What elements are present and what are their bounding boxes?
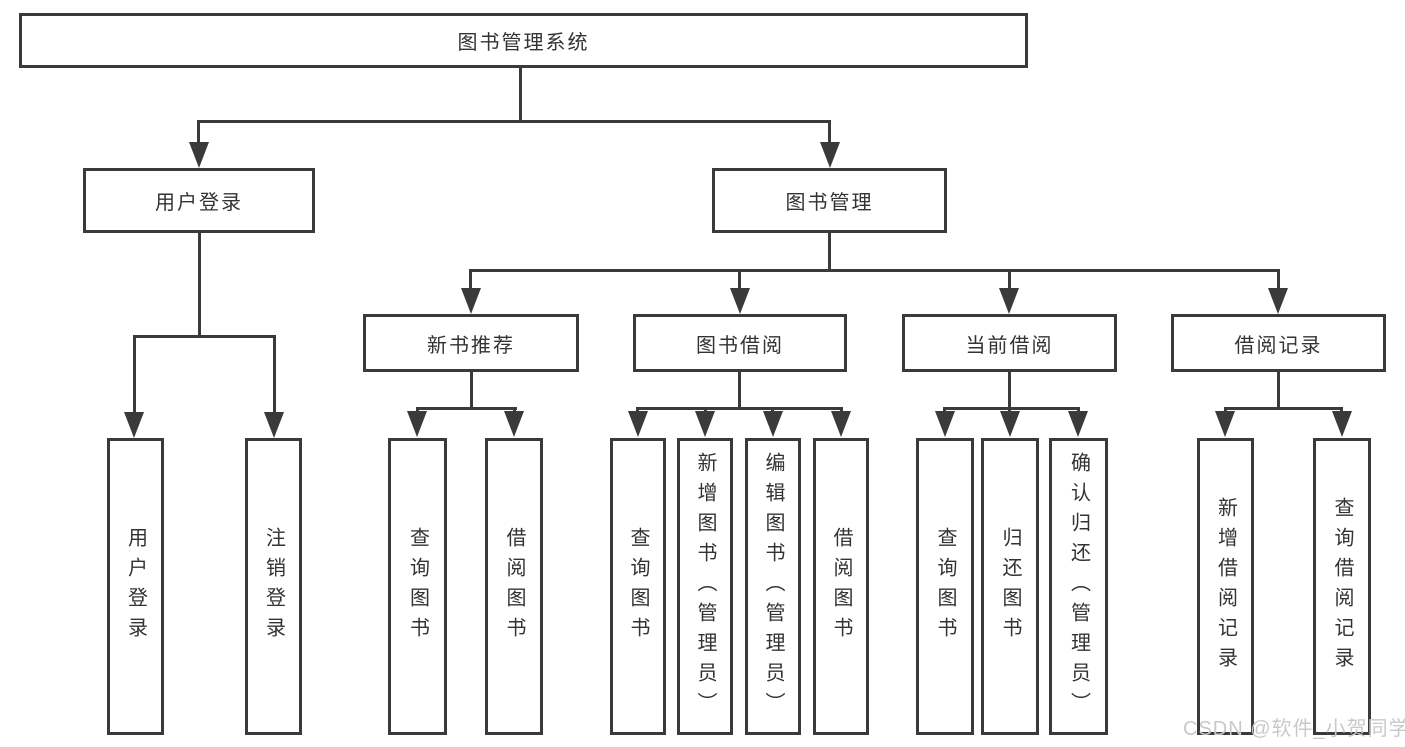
connector-bb-rail [636,407,843,410]
connector-cb-rail [943,407,1080,410]
arrowhead-down [124,412,144,438]
arrowhead-down [504,411,524,437]
arrowhead-down [461,288,481,314]
arrowhead-down [730,288,750,314]
connector-userlogin-rail [133,335,276,338]
arrowhead-down [1068,411,1088,437]
leaf-bb-add-books-admin: 新增图书（管理员） [677,438,733,735]
connector-stem [273,335,276,415]
arrowhead-down [407,411,427,437]
connector-nb-stem [470,372,473,410]
connector-stem [416,407,419,414]
arrowhead-down [1215,411,1235,437]
connector-stem [704,407,707,414]
connector-l2-left-stem [197,120,200,145]
node-user-login: 用户登录 [83,168,315,233]
leaf-logout: 注销登录 [245,438,302,735]
node-current-borrowing: 当前借阅 [902,314,1117,372]
node-book-management: 图书管理 [712,168,947,233]
connector-userlogin-stem [198,233,201,338]
connector-l2-rail [197,120,831,123]
arrowhead-down [695,411,715,437]
node-borrowing-records: 借阅记录 [1171,314,1386,372]
connector-stem [943,407,946,414]
connector-br-stem [1277,372,1280,410]
connector-stem [513,407,516,414]
connector-nb-rail [416,407,517,410]
arrowhead-down [264,412,284,438]
arrowhead-down [628,411,648,437]
leaf-bb-edit-books-admin: 编辑图书（管理员） [745,438,801,735]
connector-l2-right-stem [828,120,831,145]
node-book-borrowing: 图书借阅 [633,314,847,372]
arrowhead-down [763,411,783,437]
connector-cb-stem [1008,372,1011,410]
connector-br-rail [1224,407,1343,410]
arrowhead-down [935,411,955,437]
connector-stem [840,407,843,414]
leaf-user-login: 用户登录 [107,438,164,735]
leaf-br-query-record: 查询借阅记录 [1313,438,1371,735]
leaf-bb-query-books: 查询图书 [610,438,666,735]
connector-stem [1340,407,1343,414]
connector-stem [1008,407,1011,414]
leaf-nb-borrow-books: 借阅图书 [485,438,543,735]
leaf-br-add-record: 新增借阅记录 [1197,438,1254,735]
node-new-book-recommendation: 新书推荐 [363,314,579,372]
arrowhead-down [820,142,840,168]
leaf-cb-confirm-return-admin: 确认归还（管理员） [1049,438,1108,735]
connector-stem [636,407,639,414]
leaf-nb-query-books: 查询图书 [388,438,447,735]
arrowhead-down [1000,411,1020,437]
connector-root-stem [519,68,522,123]
connector-stem [469,269,472,291]
arrowhead-down [189,142,209,168]
watermark: CSDN @软件_小贺同学 [1183,718,1405,740]
connector-stem [133,335,136,415]
arrowhead-down [831,411,851,437]
connector-bb-stem [738,372,741,410]
connector-l3-rail [470,269,1280,272]
connector-stem [1224,407,1227,414]
connector-stem [771,407,774,414]
connector-stem [1277,269,1280,291]
leaf-cb-return-books: 归还图书 [981,438,1039,735]
connector-bookmgmt-stem [828,233,831,272]
arrowhead-down [999,288,1019,314]
leaf-cb-query-books: 查询图书 [916,438,974,735]
leaf-bb-borrow-books: 借阅图书 [813,438,869,735]
arrowhead-down [1268,288,1288,314]
connector-stem [738,269,741,291]
connector-stem [1077,407,1080,414]
arrowhead-down [1332,411,1352,437]
connector-stem [1008,269,1011,291]
node-library-system: 图书管理系统 [19,13,1028,68]
